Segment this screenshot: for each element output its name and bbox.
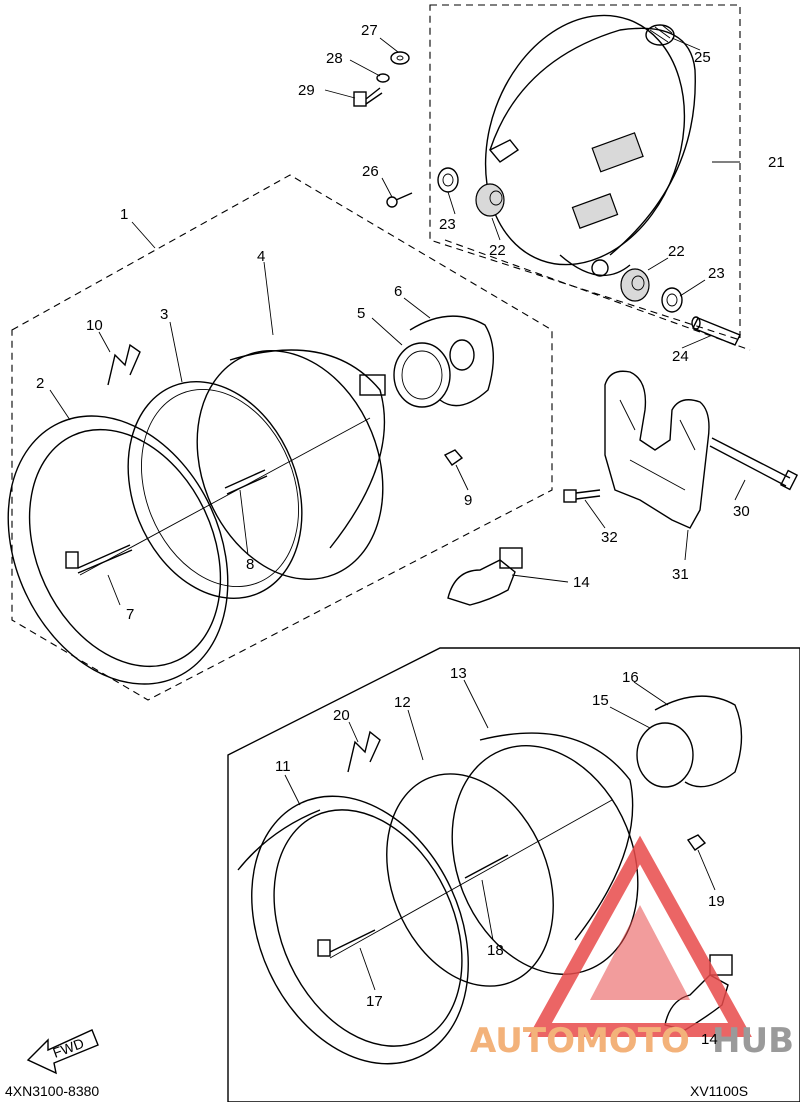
- callout-13: 13: [450, 665, 467, 682]
- rim-2: [7, 415, 229, 685]
- bulb-14: [447, 547, 523, 606]
- reflector-13: [451, 732, 639, 975]
- screw-7: [65, 544, 133, 574]
- callout-21: 21: [768, 154, 785, 171]
- callouts: 1 2 3 4 5 6 7 8 9 10 11 12 13 14 14 15 1…: [36, 22, 785, 1048]
- callout-3: 3: [160, 306, 168, 323]
- callout-12: 12: [394, 694, 411, 711]
- washer-29: [376, 73, 390, 83]
- screw-18: [464, 854, 509, 879]
- callout-14-upper: 14: [573, 574, 590, 591]
- callout-32: 32: [601, 529, 618, 546]
- bushing-22-lower: [620, 268, 650, 302]
- washer-27: [390, 51, 410, 65]
- collar-23-upper: [437, 167, 459, 193]
- watermark-text: AUTOMOTO: [470, 1021, 690, 1061]
- collar-23-lower: [661, 287, 683, 313]
- callout-24: 24: [672, 348, 689, 365]
- pin-24: [691, 316, 741, 346]
- ring-12: [386, 773, 554, 987]
- rim-11: [237, 795, 469, 1065]
- callout-2: 2: [36, 375, 44, 392]
- callout-4: 4: [257, 248, 265, 265]
- cover-6: [409, 315, 495, 407]
- callout-22-lower: 22: [668, 243, 685, 260]
- clip-9: [443, 449, 464, 466]
- socket-5: [393, 342, 451, 408]
- callout-17: 17: [366, 993, 383, 1010]
- callout-26: 26: [362, 163, 379, 180]
- callout-16: 16: [622, 669, 639, 686]
- leader-lines: [49, 37, 746, 991]
- callout-27: 27: [361, 22, 378, 39]
- model-label: XV1100S: [690, 1083, 748, 1099]
- bracket-31: [604, 370, 710, 529]
- callout-20: 20: [333, 707, 350, 724]
- screw-17: [317, 799, 613, 959]
- spring-clip-10: [107, 343, 141, 386]
- callout-23-upper: 23: [439, 216, 456, 233]
- bolt-30: [709, 437, 799, 491]
- watermark-logo: [528, 835, 752, 1037]
- callout-6: 6: [394, 283, 402, 300]
- socket-15: [636, 722, 694, 788]
- callout-7: 7: [126, 606, 134, 623]
- figure-code: 4XN3100-8380: [5, 1083, 99, 1099]
- fwd-arrow-icon: [26, 1029, 99, 1075]
- reflector-4: [196, 349, 386, 580]
- callout-5: 5: [357, 305, 365, 322]
- variant-box: [227, 647, 800, 1102]
- clip-19: [686, 834, 707, 851]
- callout-1: 1: [120, 206, 128, 223]
- callout-30: 30: [733, 503, 750, 520]
- callout-11: 11: [275, 758, 291, 775]
- assembly-1-boundary: [11, 174, 553, 701]
- callout-31: 31: [672, 566, 689, 583]
- callout-29: 29: [298, 82, 315, 99]
- callout-15: 15: [592, 692, 609, 709]
- callout-19: 19: [708, 893, 725, 910]
- housing-21-boundary: [429, 4, 741, 341]
- callout-9: 9: [464, 492, 472, 509]
- callout-10: 10: [86, 317, 103, 334]
- callout-28: 28: [326, 50, 343, 67]
- spring-clip-20: [347, 730, 381, 773]
- screw-8: [79, 417, 371, 576]
- bolt-28: [353, 87, 383, 107]
- callout-14-lower: 14: [701, 1031, 718, 1048]
- watermark-text-2: HUB: [712, 1021, 794, 1061]
- bushing-22-upper: [475, 183, 505, 217]
- callout-8: 8: [246, 556, 254, 573]
- guide-line: [444, 239, 751, 351]
- callout-18: 18: [487, 942, 504, 959]
- callout-22-upper: 22: [489, 242, 506, 259]
- grommet-25: [645, 24, 675, 46]
- callout-23-lower: 23: [708, 265, 725, 282]
- ring-3: [127, 381, 303, 599]
- headlight-housing: [484, 14, 696, 277]
- callout-25: 25: [694, 49, 711, 66]
- bolt-32: [563, 489, 601, 503]
- cover-16: [654, 695, 743, 788]
